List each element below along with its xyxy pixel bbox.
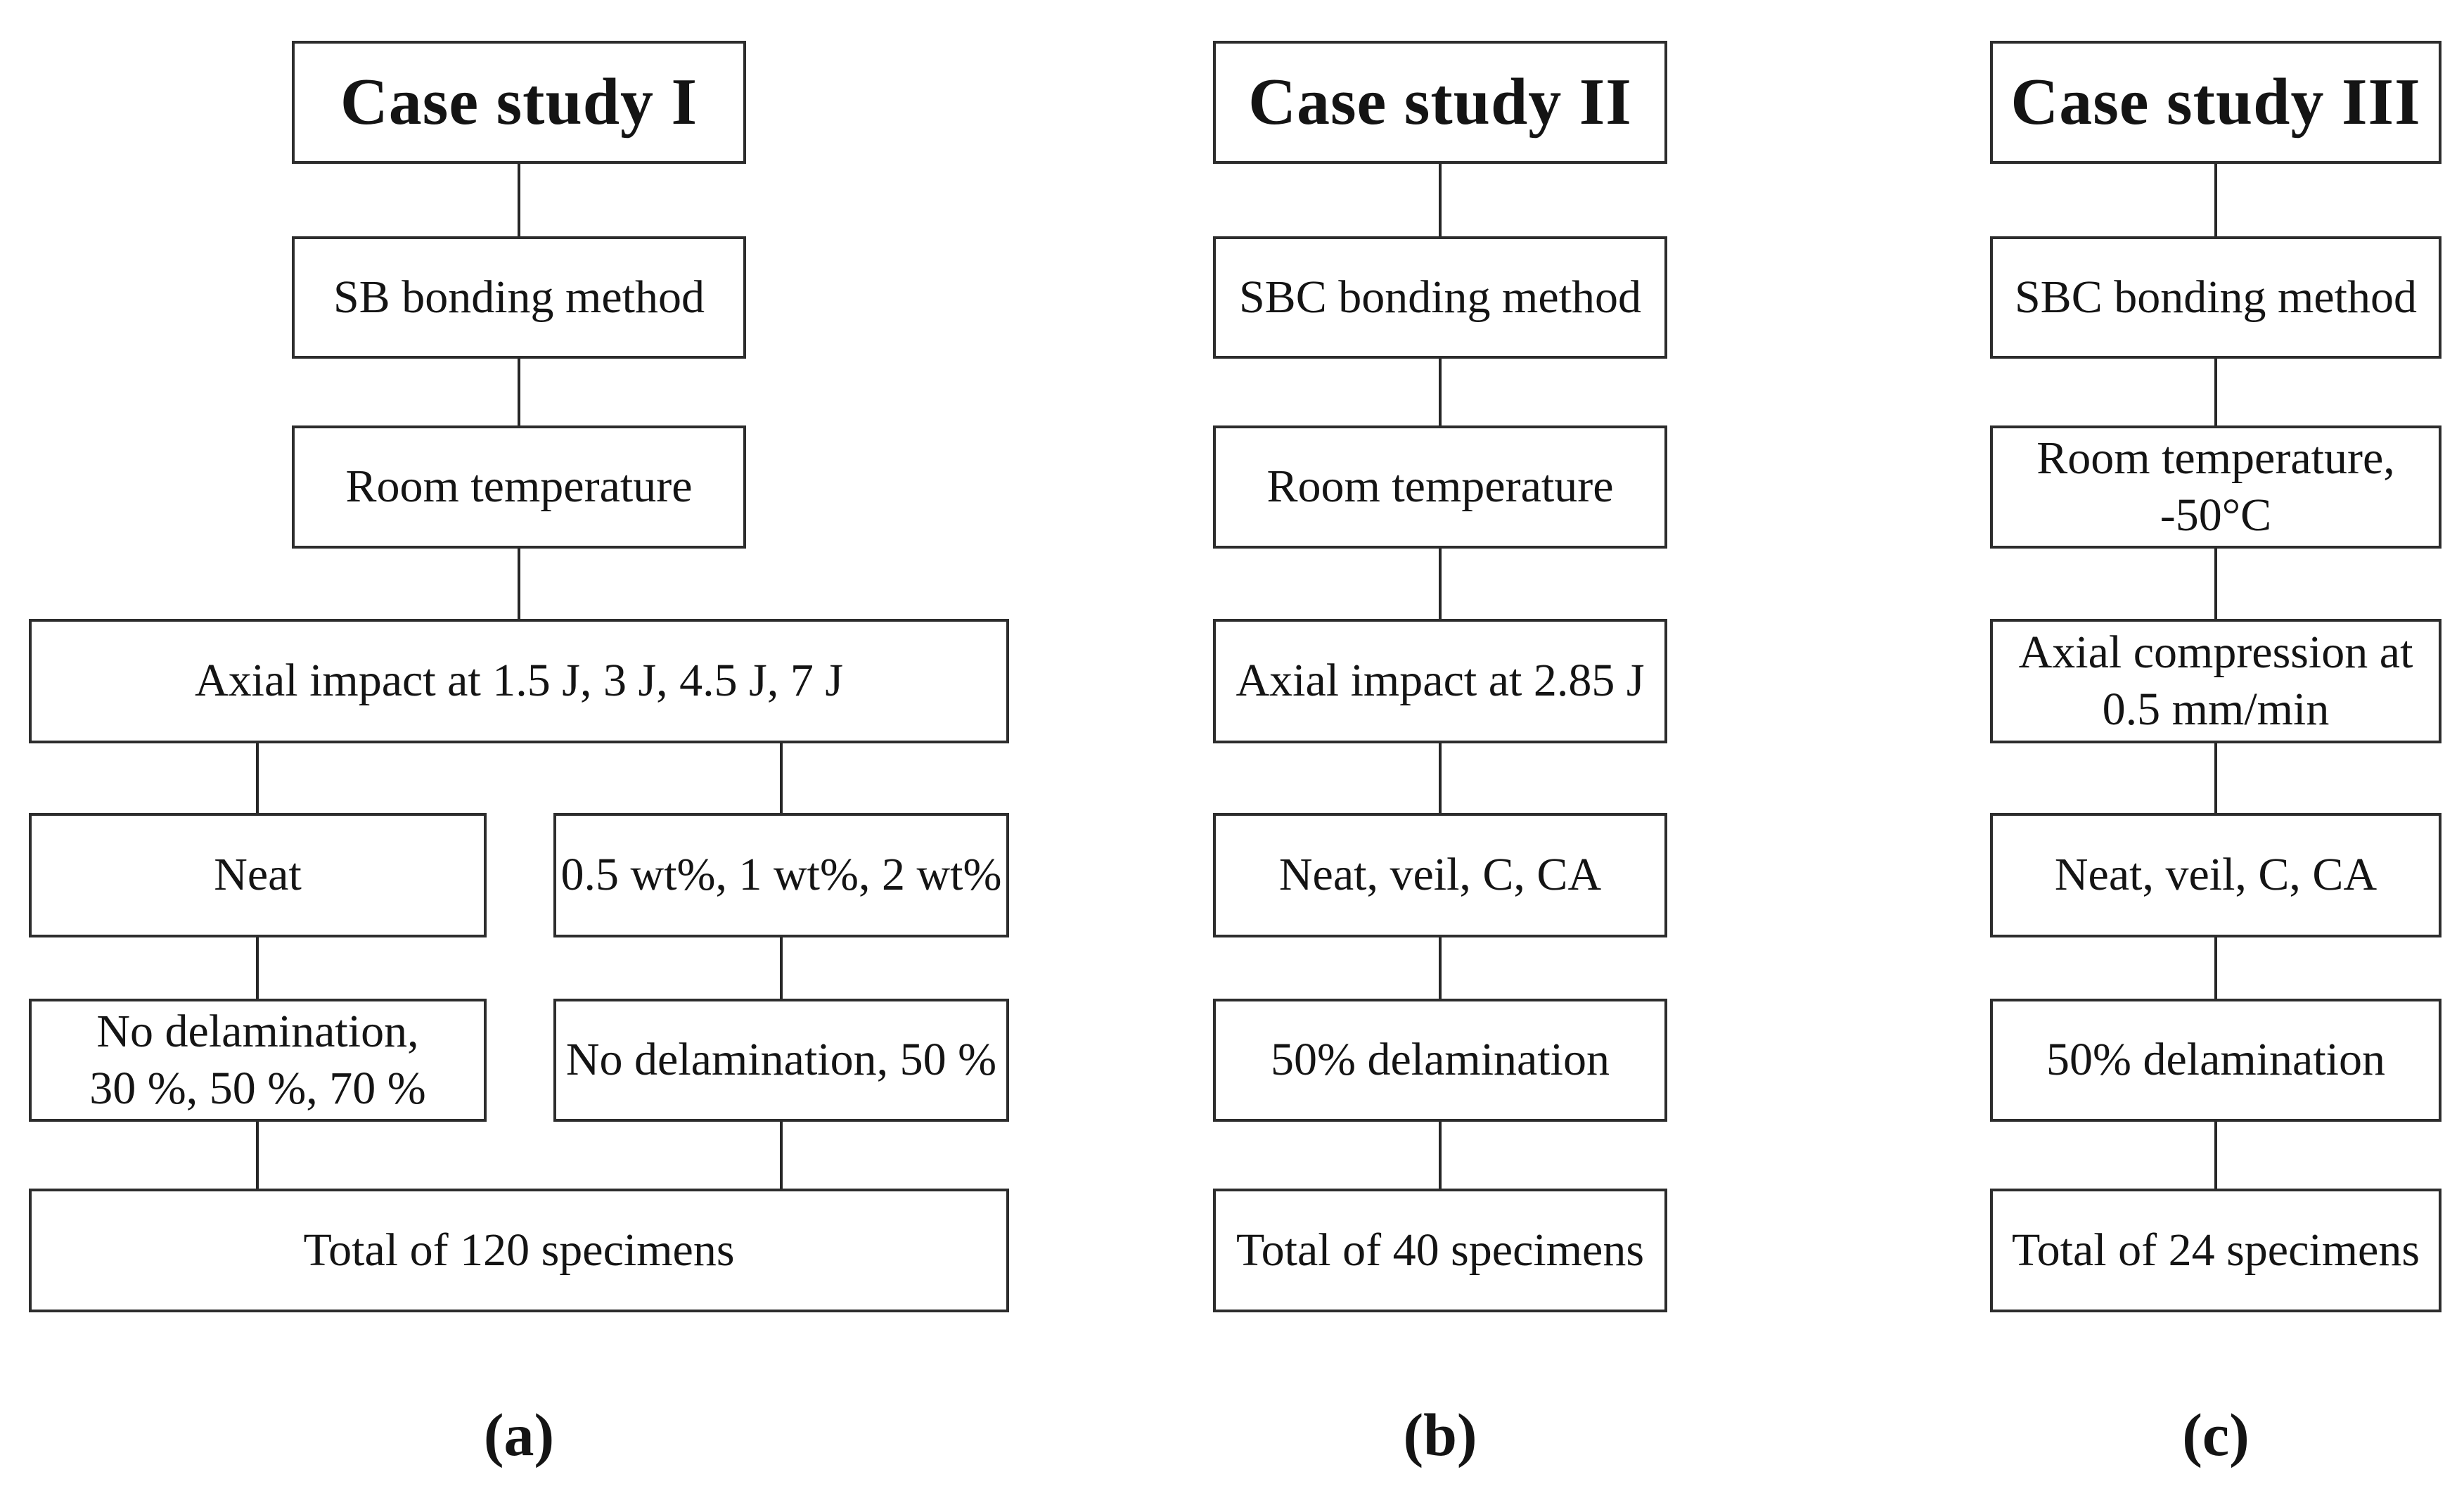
temperature-box-b: Room temperature xyxy=(1213,425,1667,549)
loading-box-a: Axial impact at 1.5 J, 3 J, 4.5 J, 7 J xyxy=(29,619,1009,743)
delamination-box-c: 50% delamination xyxy=(1990,999,2441,1122)
delamination-box-b: 50% delamination xyxy=(1213,999,1667,1122)
figure-caption-a: (a) xyxy=(483,1401,555,1468)
connector-line xyxy=(1439,743,1442,813)
delamination-text: 50% delamination xyxy=(2046,1034,2386,1086)
connector-line xyxy=(1439,359,1442,425)
connector-line xyxy=(2214,164,2217,236)
loading-box-c: Axial compression at 0.5 mm/min xyxy=(1990,619,2441,743)
bonding-method-text: SBC bonding method xyxy=(2014,271,2418,323)
loading-line1: Axial compression at xyxy=(2018,626,2413,678)
delamination-right-text: No delamination, 50 % xyxy=(565,1034,997,1086)
connector-line xyxy=(518,164,520,236)
connector-line xyxy=(1439,937,1442,999)
case-study-3-title: Case study III xyxy=(2010,65,2421,139)
case-study-2-title-box: Case study II xyxy=(1213,41,1667,164)
materials-box-b: Neat, veil, C, CA xyxy=(1213,813,1667,937)
delamination-left-line1: No delamination, xyxy=(96,1005,419,1057)
connector-line xyxy=(780,1122,783,1189)
materials-text: Neat, veil, C, CA xyxy=(2054,849,2378,901)
temperature-box-a: Room temperature xyxy=(292,425,746,549)
bonding-method-box-c: SBC bonding method xyxy=(1990,236,2441,359)
temperature-box-c: Room temperature, -50°C xyxy=(1990,425,2441,549)
materials-text: Neat, veil, C, CA xyxy=(1278,849,1602,901)
connector-line xyxy=(256,1122,259,1189)
branch-wtpct-text: 0.5 wt%, 1 wt%, 2 wt% xyxy=(560,849,1002,901)
branch-wtpct-box: 0.5 wt%, 1 wt%, 2 wt% xyxy=(553,813,1009,937)
temperature-line2: -50°C xyxy=(2160,489,2272,541)
branch-neat-box: Neat xyxy=(29,813,487,937)
delamination-left-line2: 30 %, 50 %, 70 % xyxy=(89,1062,426,1114)
connector-line xyxy=(518,359,520,425)
temperature-text: Room temperature xyxy=(1266,461,1614,513)
connector-line xyxy=(2214,937,2217,999)
connector-line xyxy=(2214,743,2217,813)
temperature-text: Room temperature xyxy=(345,461,693,513)
bonding-method-text: SB bonding method xyxy=(333,271,705,323)
temperature-line1: Room temperature, xyxy=(2036,432,2395,484)
total-text-c: Total of 24 specimens xyxy=(2011,1224,2420,1276)
connector-line xyxy=(2214,1122,2217,1189)
connector-line xyxy=(1439,164,1442,236)
loading-text: Axial impact at 1.5 J, 3 J, 4.5 J, 7 J xyxy=(194,655,844,707)
connector-line xyxy=(780,937,783,999)
case-study-3-title-box: Case study III xyxy=(1990,41,2441,164)
total-text-a: Total of 120 specimens xyxy=(303,1224,735,1276)
loading-line2: 0.5 mm/min xyxy=(2102,683,2330,735)
connector-line xyxy=(518,549,520,619)
delamination-right-box: No delamination, 50 % xyxy=(553,999,1009,1122)
connector-line xyxy=(780,743,783,813)
total-text-b: Total of 40 specimens xyxy=(1236,1224,1645,1276)
connector-line xyxy=(256,937,259,999)
connector-line xyxy=(1439,1122,1442,1189)
case-study-1-title: Case study I xyxy=(340,65,698,139)
delamination-text: 50% delamination xyxy=(1270,1034,1610,1086)
total-box-c: Total of 24 specimens xyxy=(1990,1189,2441,1312)
branch-neat-text: Neat xyxy=(214,849,302,901)
materials-box-c: Neat, veil, C, CA xyxy=(1990,813,2441,937)
figure-caption-b: (b) xyxy=(1403,1401,1477,1468)
bonding-method-box-b: SBC bonding method xyxy=(1213,236,1667,359)
case-study-2-title: Case study II xyxy=(1248,65,1632,139)
loading-box-b: Axial impact at 2.85 J xyxy=(1213,619,1667,743)
connector-line xyxy=(1439,549,1442,619)
connector-line xyxy=(2214,359,2217,425)
connector-line xyxy=(2214,549,2217,619)
bonding-method-text: SBC bonding method xyxy=(1238,271,1642,323)
loading-text: Axial impact at 2.85 J xyxy=(1236,655,1645,707)
delamination-left-box: No delamination, 30 %, 50 %, 70 % xyxy=(29,999,487,1122)
total-box-a: Total of 120 specimens xyxy=(29,1189,1009,1312)
total-box-b: Total of 40 specimens xyxy=(1213,1189,1667,1312)
case-study-1-title-box: Case study I xyxy=(292,41,746,164)
figure-caption-c: (c) xyxy=(2182,1401,2250,1468)
connector-line xyxy=(256,743,259,813)
bonding-method-box-a: SB bonding method xyxy=(292,236,746,359)
